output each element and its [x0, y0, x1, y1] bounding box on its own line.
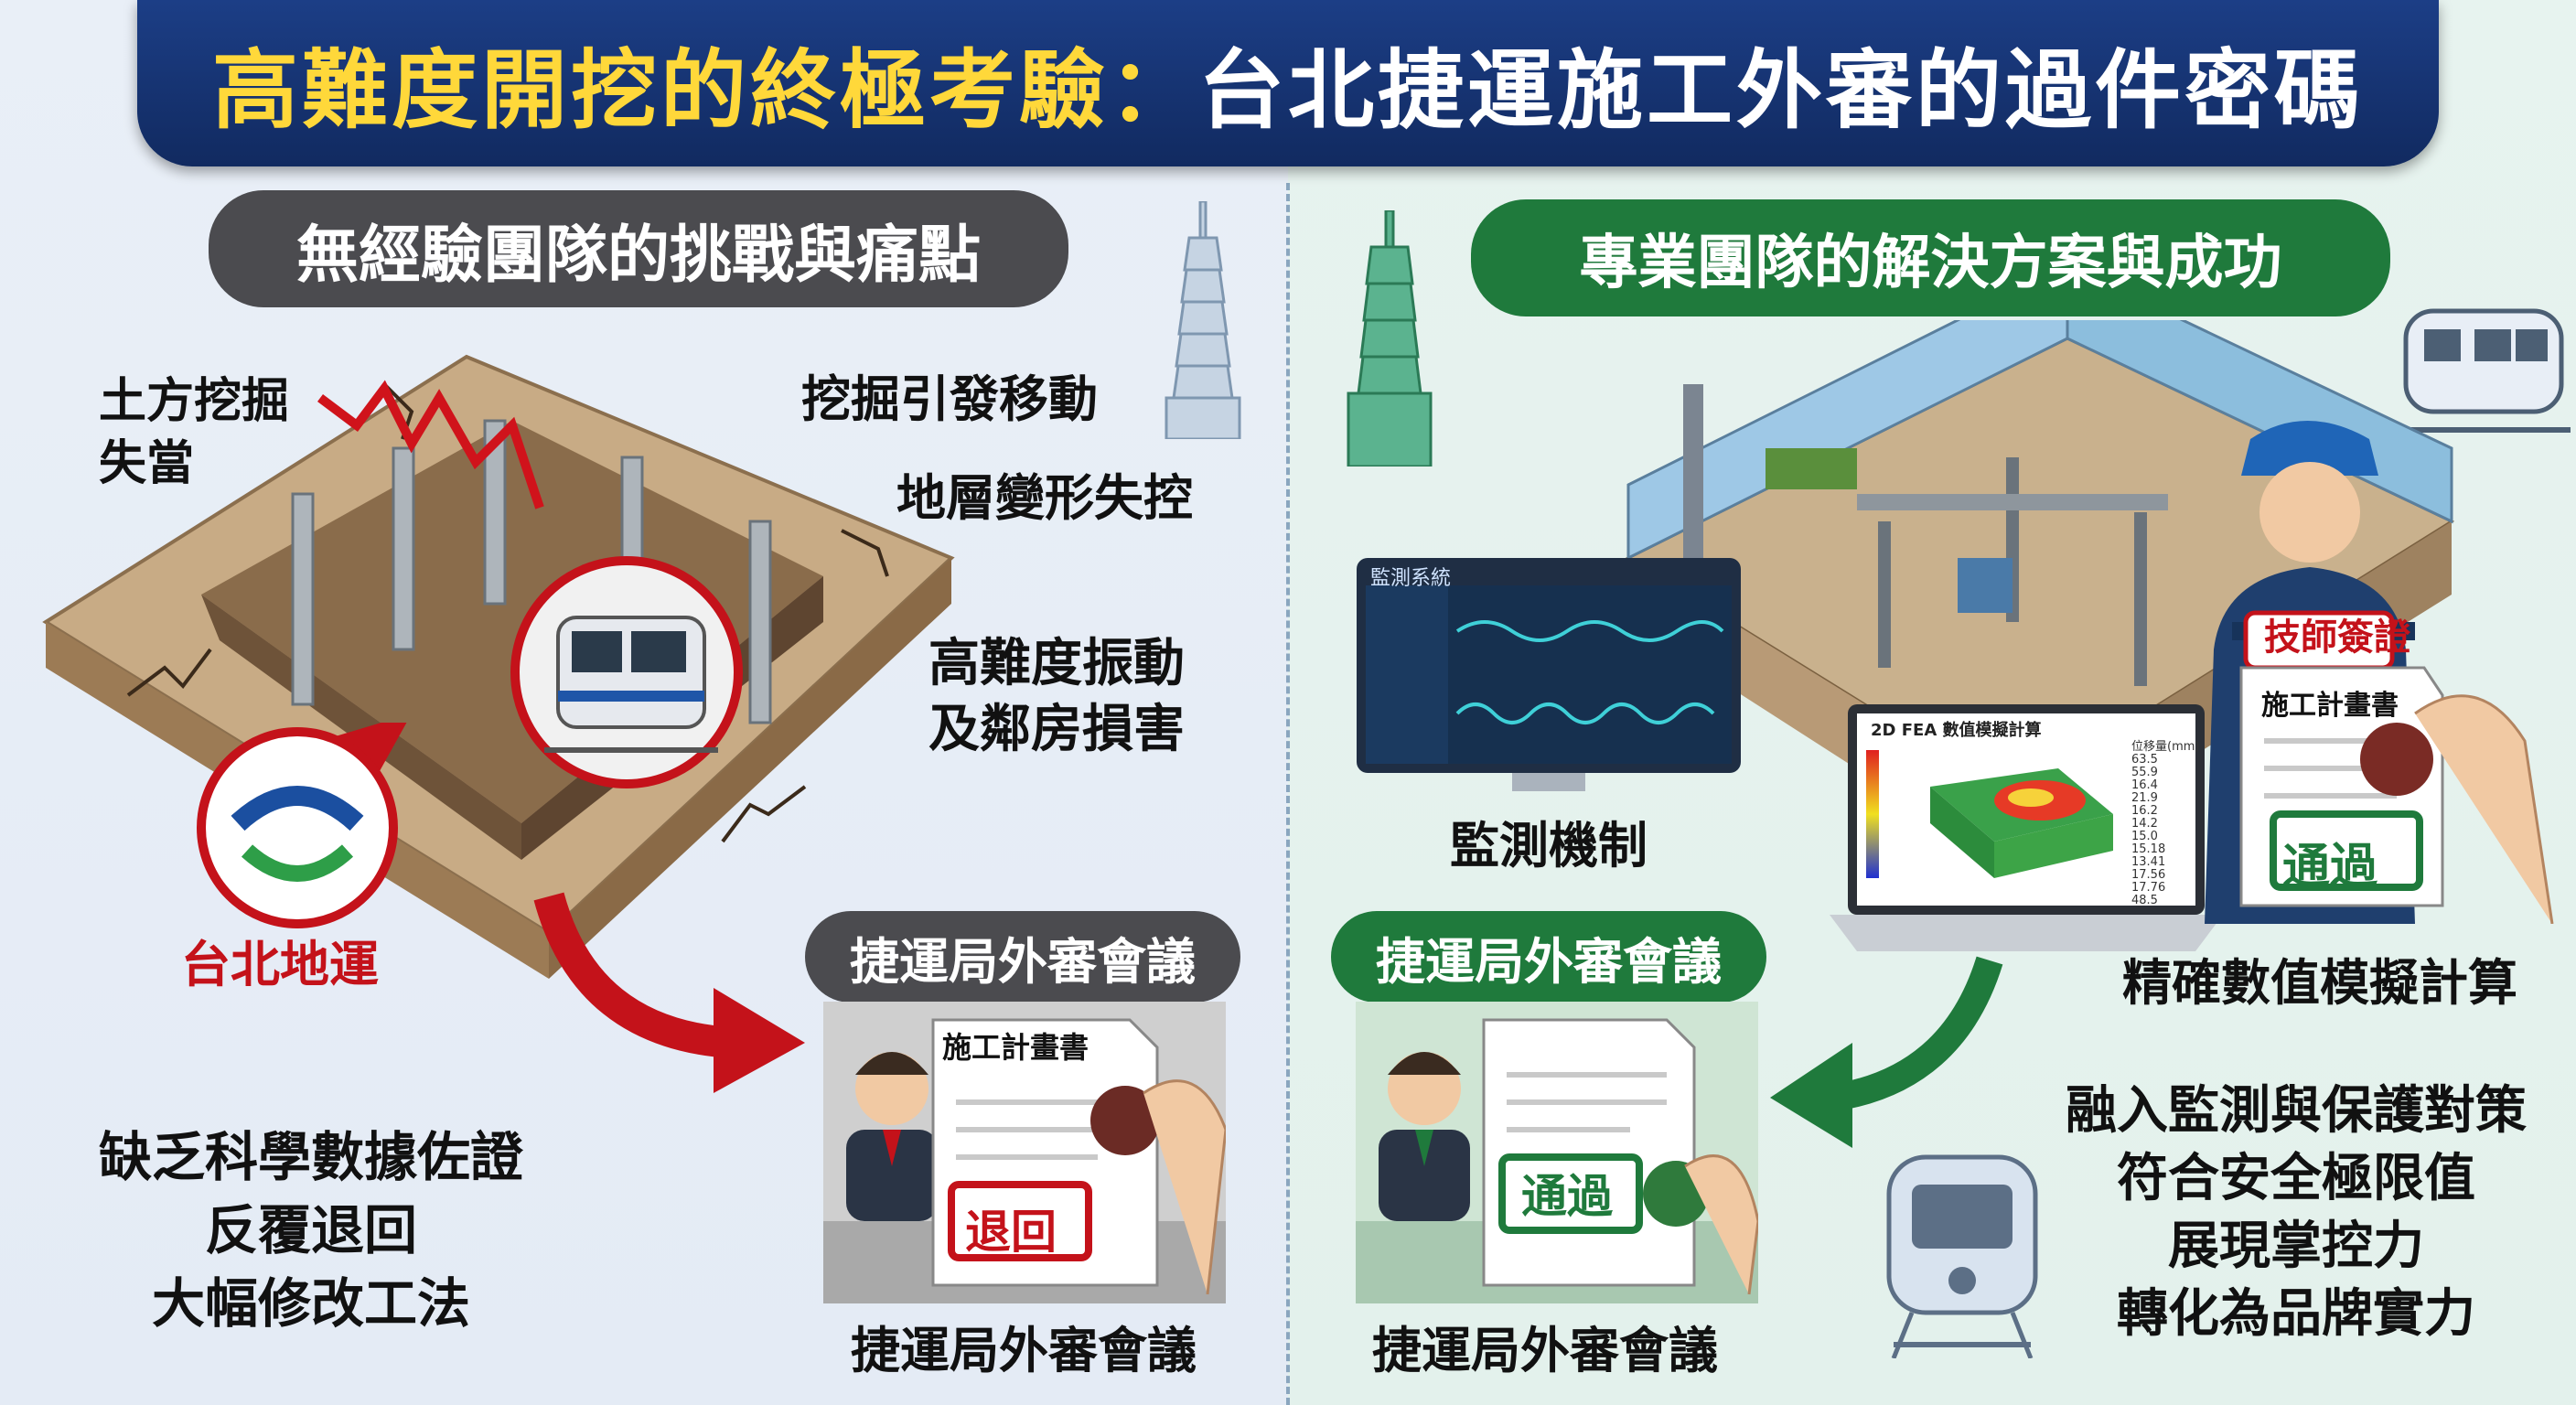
monitor-app-title: 監測系統: [1370, 567, 1452, 590]
fea-legend-value: 17.76: [2131, 881, 2166, 895]
label-vibration-line2: 及鄰房損害: [928, 700, 1185, 759]
fea-legend-title: 位移量(mm): [2131, 740, 2200, 754]
label-excavation-line2: 失當: [99, 436, 195, 491]
fea-legend: 位移量(mm) 63.5 55.9 16.4 21.9 16.2 14.2 15…: [2131, 741, 2199, 907]
problem-item: 缺乏科學數據佐證: [98, 1126, 523, 1188]
problem-item: 大幅修改工法: [151, 1272, 470, 1335]
problem-item: 反覆退回: [204, 1199, 417, 1261]
benefit-item: 轉化為品牌實力: [2117, 1284, 2475, 1344]
title-part2: 台北捷運施工外審的過件密碼: [1198, 41, 2365, 141]
label-vibration: 高難度振動 及鄰房損害: [928, 631, 1185, 763]
right-meeting-footer: 捷運局外審會議: [1372, 1322, 1718, 1379]
right-doc-title: 施工計畫書: [2261, 690, 2399, 722]
excavation-pit-illustration: [42, 354, 955, 979]
left-meeting-illustration: [823, 1002, 1226, 1303]
right-meeting-illustration: [1356, 1002, 1758, 1303]
fea-legend-value: 13.41: [2131, 855, 2166, 869]
fea-title: 2D FEA 數值模擬計算: [1871, 721, 2042, 740]
train-icon-top: [2388, 308, 2571, 433]
fea-legend-value: 16.2: [2131, 804, 2158, 818]
right-meeting-header: 捷運局外審會議: [1331, 911, 1766, 1003]
metro-logo-label: 台北地運: [181, 936, 379, 993]
taipei101-icon: [1165, 201, 1241, 439]
problems-list: 缺乏科學數據佐證 反覆退回 大幅修改工法: [55, 1121, 567, 1340]
fea-legend-value: 15.18: [2131, 842, 2166, 856]
benefit-item: 符合安全極限值: [2117, 1149, 2475, 1208]
fea-legend-value: 14.2: [2131, 817, 2158, 831]
engineer-illustration: [2205, 421, 2554, 924]
label-excavation-line1: 土方挖掘: [99, 374, 290, 429]
left-section-header: 無經驗團隊的挑戰與痛點: [209, 190, 1068, 307]
taipei101-green-icon: [1347, 210, 1433, 467]
fea-legend-value: 21.9: [2131, 791, 2158, 805]
left-stamp: 退回: [965, 1206, 1057, 1259]
monitoring-screen: [1357, 558, 1741, 791]
label-simulation: 精確數值模擬計算: [2122, 954, 2517, 1012]
right-section-header: 專業團隊的解決方案與成功: [1471, 199, 2390, 316]
label-excavation: 土方挖掘 失當: [99, 370, 289, 495]
right-stamp: 通過: [2282, 840, 2378, 895]
title-part1: 高難度開挖的終極考驗：: [211, 41, 1198, 141]
fea-legend-value: 17.56: [2131, 868, 2166, 882]
benefits-list: 融入監測與保護對策 符合安全極限值 展現掌控力 轉化為品牌實力: [2031, 1078, 2561, 1348]
center-divider: [1286, 183, 1290, 1405]
fea-legend-value: 16.4: [2131, 778, 2158, 792]
left-doc-title: 施工計畫書: [942, 1030, 1089, 1065]
green-arrow: [1770, 956, 2003, 1148]
left-meeting-footer: 捷運局外審會議: [851, 1322, 1197, 1379]
fea-legend-value: 63.5: [2131, 753, 2158, 767]
fea-laptop: [1830, 704, 2223, 951]
title-banner: 高難度開挖的終極考驗：台北捷運施工外審的過件密碼: [137, 0, 2439, 166]
metro-logo-icon: [197, 723, 407, 928]
fea-legend-value: 55.9: [2131, 766, 2158, 779]
red-arrow: [533, 892, 805, 1093]
label-monitoring: 監測機制: [1450, 817, 1648, 874]
fea-legend-value: 15.0: [2131, 830, 2158, 843]
label-deformation: 地層變形失控: [896, 469, 1193, 527]
fea-legend-value: 48.5: [2131, 894, 2158, 907]
right-meeting-stamp: 通過: [1521, 1170, 1613, 1223]
label-movement: 挖掘引發移動: [801, 370, 1098, 428]
benefit-item: 展現掌控力: [2168, 1217, 2424, 1276]
label-vibration-line1: 高難度振動: [928, 634, 1185, 693]
engineer-cert-label: 技師簽證: [2264, 617, 2410, 659]
train-icon-bottom: [1886, 1154, 2038, 1358]
benefit-item: 融入監測與保護對策: [2066, 1081, 2527, 1141]
left-meeting-header: 捷運局外審會議: [805, 911, 1240, 1003]
train-zoom-circle: [510, 556, 743, 788]
